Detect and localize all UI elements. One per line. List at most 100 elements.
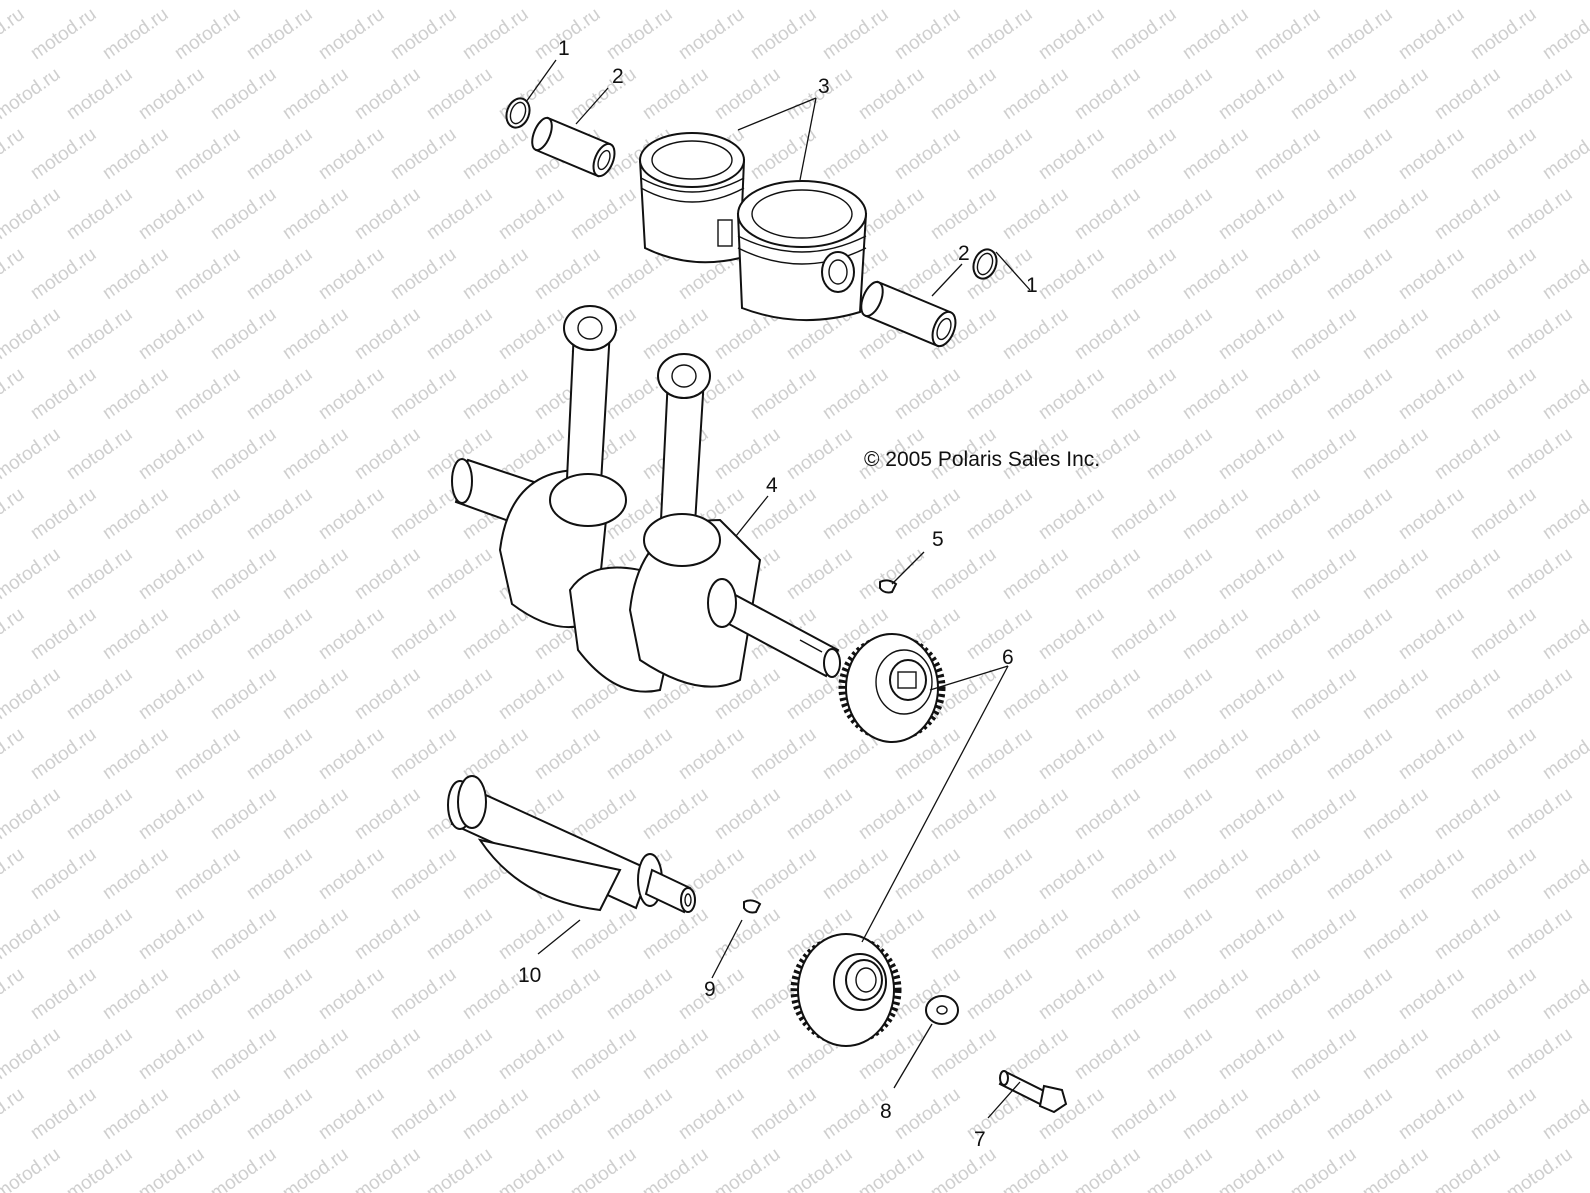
watermark-text: motod.ru: [0, 0, 64, 4]
watermark-text: motod.ru: [243, 1084, 316, 1144]
watermark-text: motod.ru: [351, 544, 424, 604]
watermark-text: motod.ru: [135, 1144, 208, 1193]
watermark-text: motod.ru: [675, 4, 748, 64]
washer-icon: [925, 995, 959, 1025]
watermark-text: motod.ru: [963, 964, 1036, 1024]
watermark-text: motod.ru: [891, 4, 964, 64]
watermark-text: motod.ru: [171, 124, 244, 184]
watermark-text: motod.ru: [423, 304, 496, 364]
watermark-text: motod.ru: [1251, 604, 1324, 664]
watermark-text: motod.ru: [63, 904, 136, 964]
watermark-text: motod.ru: [351, 304, 424, 364]
snap-ring-icon: [972, 248, 998, 280]
watermark-text: motod.ru: [1107, 844, 1180, 904]
watermark-text: motod.ru: [207, 184, 280, 244]
watermark-text: motod.ru: [1287, 0, 1360, 4]
watermark-text: motod.ru: [819, 124, 892, 184]
watermark-text: motod.ru: [135, 1024, 208, 1084]
bolt-icon: [998, 1070, 1068, 1114]
watermark-text: motod.ru: [63, 1144, 136, 1193]
watermark-text: motod.ru: [675, 724, 748, 784]
watermark-text: motod.ru: [1323, 1084, 1396, 1144]
watermark-text: motod.ru: [1071, 0, 1144, 4]
watermark-text: motod.ru: [1503, 904, 1576, 964]
watermark-text: motod.ru: [1035, 364, 1108, 424]
watermark-text: motod.ru: [1215, 304, 1288, 364]
watermark-text: motod.ru: [1359, 64, 1432, 124]
watermark-text: motod.ru: [1431, 1144, 1504, 1193]
watermark-text: motod.ru: [1431, 664, 1504, 724]
watermark-text: motod.ru: [999, 784, 1072, 844]
watermark-text: motod.ru: [1539, 484, 1590, 544]
watermark-text: motod.ru: [927, 904, 1000, 964]
watermark-text: motod.ru: [279, 0, 352, 4]
watermark-text: motod.ru: [459, 4, 532, 64]
watermark-text: motod.ru: [567, 64, 640, 124]
watermark-text: motod.ru: [459, 364, 532, 424]
callout-10: 10: [518, 964, 541, 987]
watermark-text: motod.ru: [855, 64, 928, 124]
watermark-text: motod.ru: [927, 784, 1000, 844]
watermark-text: motod.ru: [207, 304, 280, 364]
watermark-text: motod.ru: [1359, 544, 1432, 604]
watermark-text: motod.ru: [1431, 784, 1504, 844]
watermark-text: motod.ru: [999, 904, 1072, 964]
watermark-text: motod.ru: [1395, 724, 1468, 784]
watermark-text: motod.ru: [1539, 124, 1590, 184]
watermark-text: motod.ru: [1251, 844, 1324, 904]
watermark-text: motod.ru: [1539, 964, 1590, 1024]
watermark-text: motod.ru: [963, 604, 1036, 664]
watermark-text: motod.ru: [675, 1084, 748, 1144]
watermark-text: motod.ru: [999, 544, 1072, 604]
watermark-text: motod.ru: [1503, 784, 1576, 844]
watermark-text: motod.ru: [207, 1024, 280, 1084]
watermark-text: motod.ru: [171, 604, 244, 664]
watermark-text: motod.ru: [1035, 124, 1108, 184]
watermark-text: motod.ru: [387, 124, 460, 184]
watermark-text: motod.ru: [1359, 904, 1432, 964]
watermark-text: motod.ru: [171, 364, 244, 424]
watermark-text: motod.ru: [999, 1144, 1072, 1193]
watermark-text: motod.ru: [999, 64, 1072, 124]
leader-lines: [525, 59, 1031, 1119]
watermark-text: motod.ru: [351, 784, 424, 844]
watermark-text: motod.ru: [1107, 724, 1180, 784]
watermark-text: motod.ru: [315, 364, 388, 424]
watermark-text: motod.ru: [315, 4, 388, 64]
watermark-text: motod.ru: [315, 604, 388, 664]
watermark-text: motod.ru: [387, 4, 460, 64]
watermark-text: motod.ru: [387, 244, 460, 304]
watermark-text: motod.ru: [207, 904, 280, 964]
callout-labels: 1 2 3 2 1 4 5 6 10 9 8 7: [518, 37, 1038, 1151]
callout-8: 8: [880, 1100, 892, 1123]
watermark-text: motod.ru: [27, 964, 100, 1024]
watermark-text: motod.ru: [207, 0, 280, 4]
watermark-text: motod.ru: [1251, 4, 1324, 64]
watermark-text: motod.ru: [1179, 964, 1252, 1024]
watermark-text: motod.ru: [207, 784, 280, 844]
watermark-text: motod.ru: [1287, 304, 1360, 364]
watermark-text: motod.ru: [1035, 244, 1108, 304]
watermark-text: motod.ru: [927, 64, 1000, 124]
callout-6: 6: [1002, 646, 1014, 669]
watermark-text: motod.ru: [207, 424, 280, 484]
watermark-text: motod.ru: [1179, 724, 1252, 784]
watermark-text: motod.ru: [1251, 1084, 1324, 1144]
watermark-text: motod.ru: [1251, 964, 1324, 1024]
watermark-text: motod.ru: [1107, 604, 1180, 664]
watermark-text: motod.ru: [603, 1084, 676, 1144]
watermark-text: motod.ru: [927, 184, 1000, 244]
watermark-text: motod.ru: [1539, 724, 1590, 784]
watermark-text: motod.ru: [1503, 1144, 1576, 1193]
watermark-text: motod.ru: [1323, 484, 1396, 544]
piston-pin-icon: [531, 116, 616, 178]
watermark-text: motod.ru: [0, 844, 28, 904]
watermark-text: motod.ru: [783, 424, 856, 484]
watermark-text: motod.ru: [0, 904, 64, 964]
watermark-text: motod.ru: [891, 484, 964, 544]
watermark-text: motod.ru: [1323, 4, 1396, 64]
watermark-text: motod.ru: [0, 784, 64, 844]
watermark-text: motod.ru: [1539, 844, 1590, 904]
watermark-text: motod.ru: [171, 724, 244, 784]
